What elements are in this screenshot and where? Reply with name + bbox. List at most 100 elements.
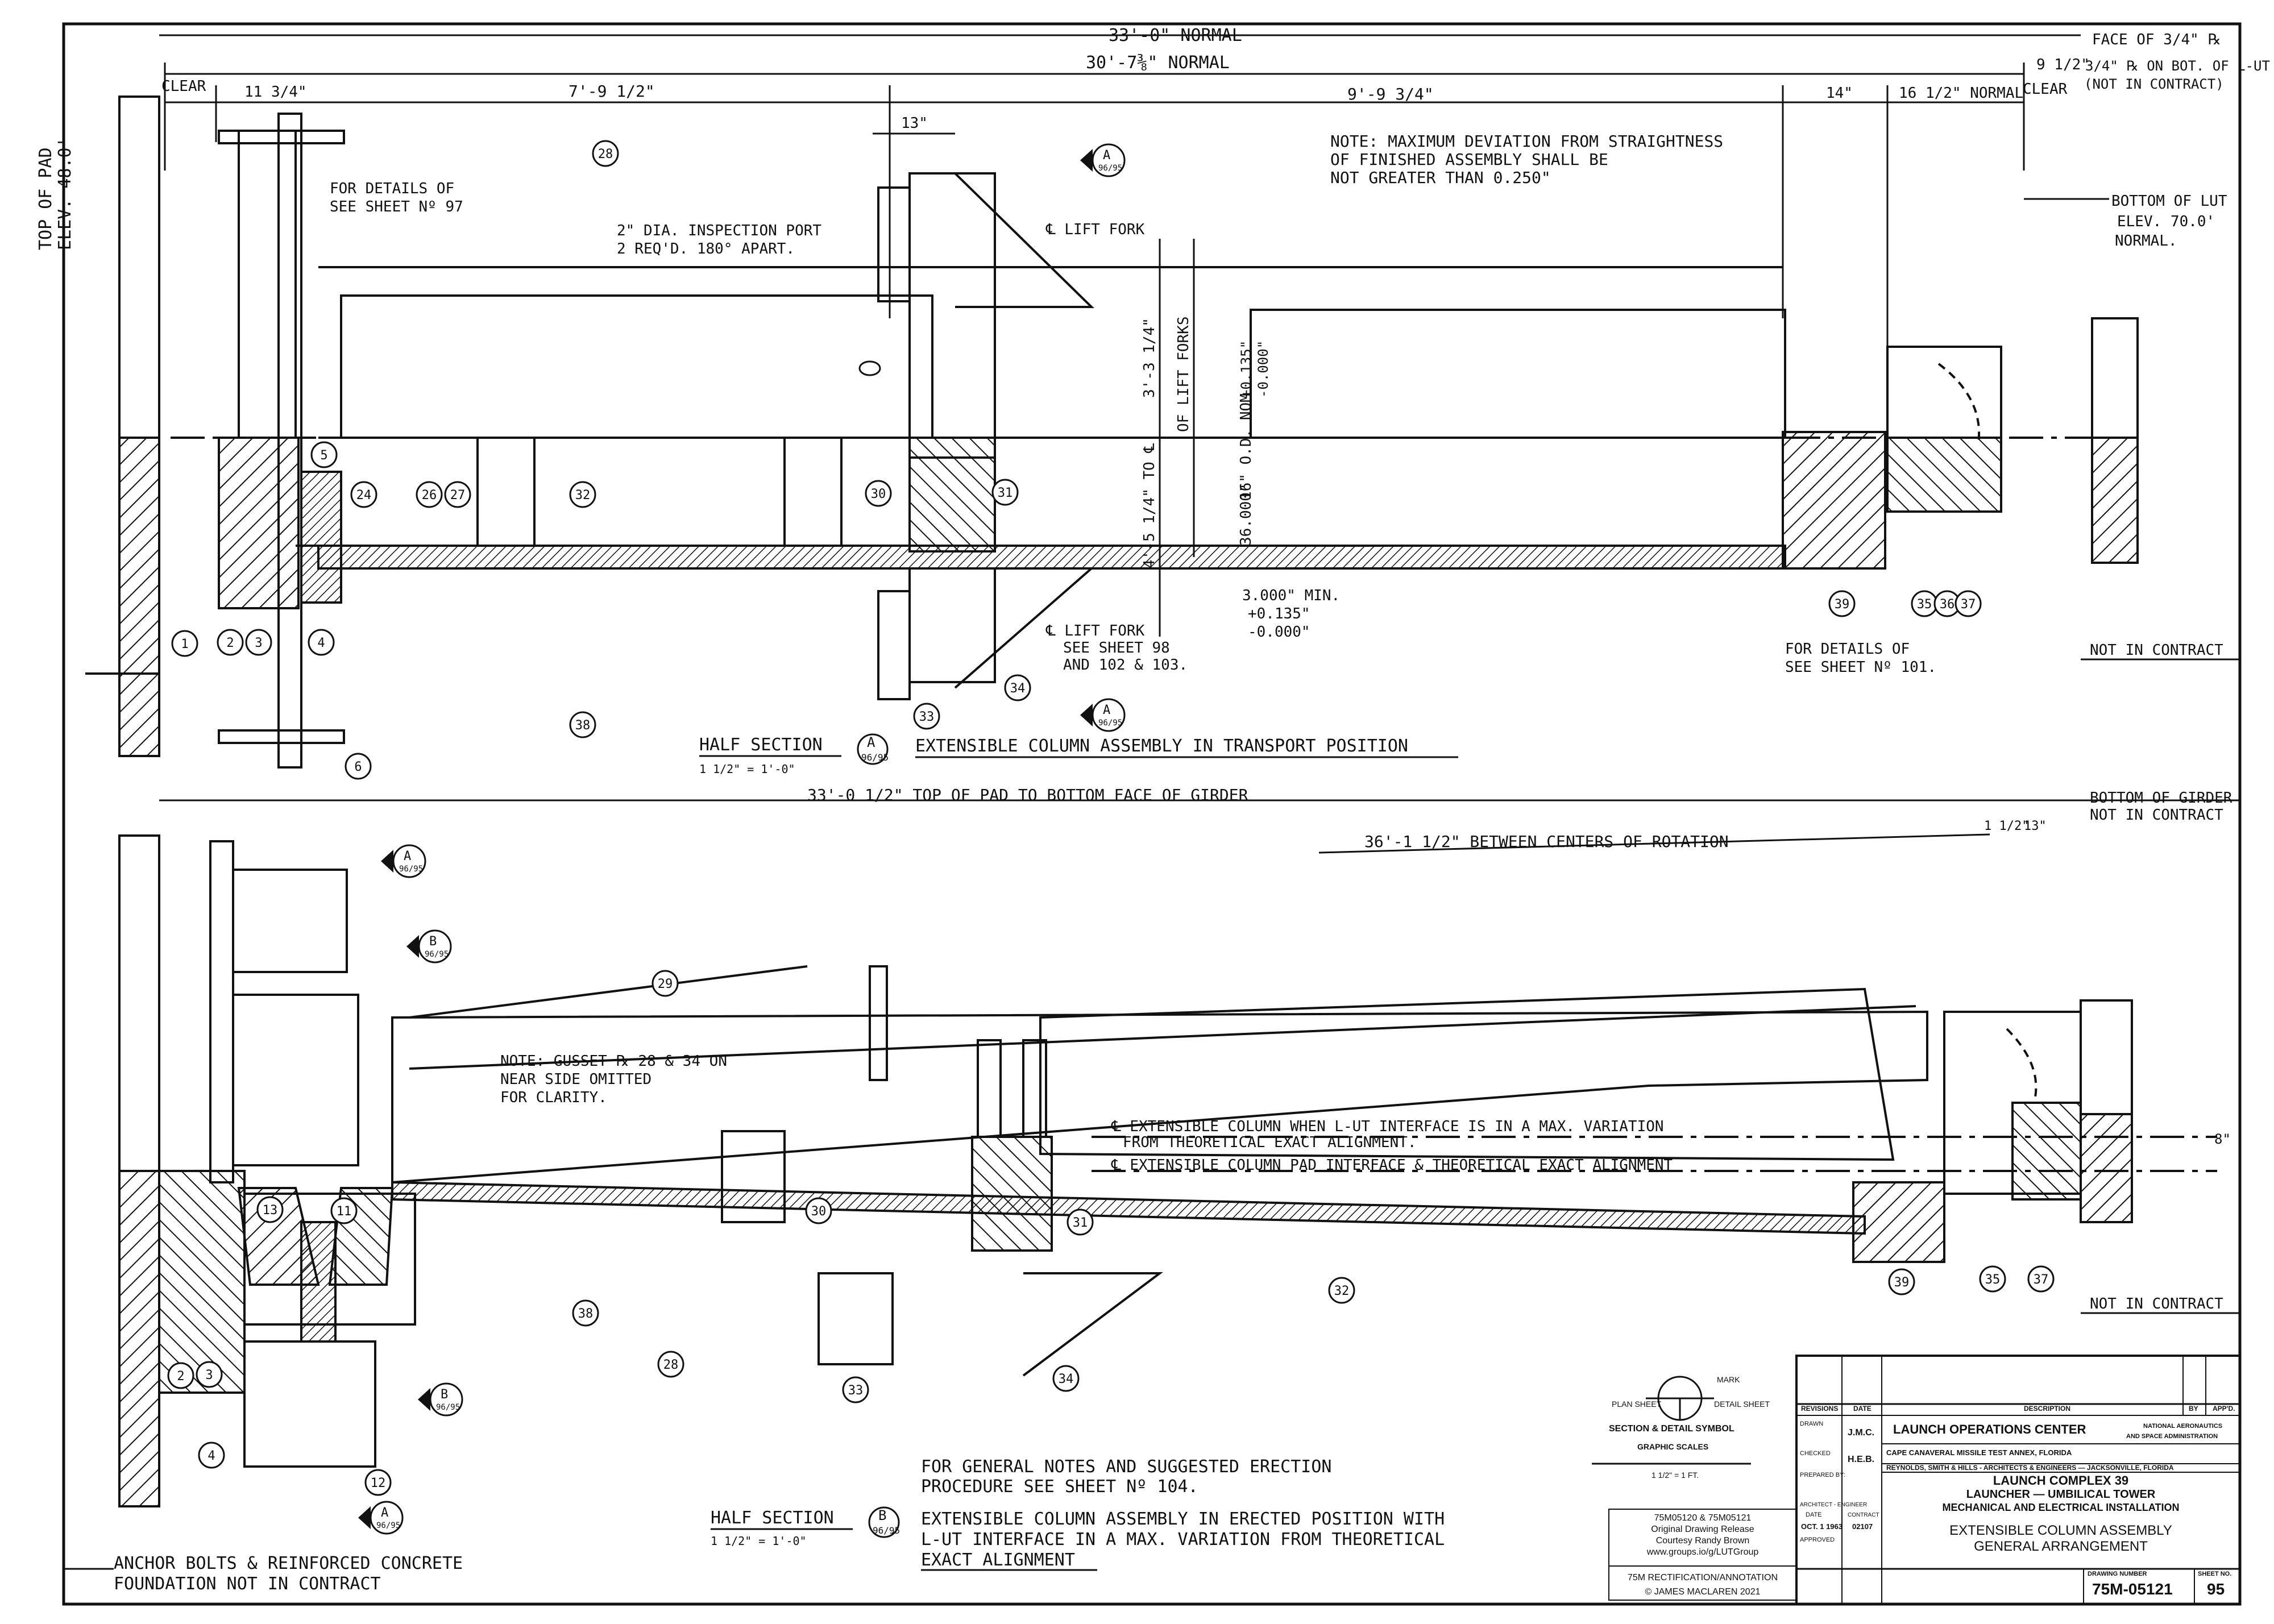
item-balloon-label: 26 <box>422 488 437 502</box>
section-b-scale: 1 1/2" = 1'-0" <box>711 1534 807 1548</box>
legend-mark: MARK <box>1717 1375 1740 1384</box>
svg-text:APP'D.: APP'D. <box>2213 1405 2235 1413</box>
item-balloon <box>2027 1265 2055 1293</box>
note-details-2: FOR DETAILS OF <box>1785 641 1910 658</box>
item-balloon <box>569 711 596 738</box>
item-balloon <box>572 1299 599 1327</box>
od-nom: 16" O.D. NOM <box>1238 393 1255 500</box>
item-balloon-label: 3 <box>255 636 262 650</box>
top-of-pad: TOP OF PAD <box>36 147 56 250</box>
min-plus: +0.135" <box>1248 605 1310 622</box>
item-balloon-label: 35 <box>1985 1273 2001 1287</box>
dim-a: 3'-3 1/4" <box>1141 318 1158 398</box>
section-marker-bot-2: B 96/95 <box>406 929 452 963</box>
item-balloon <box>805 1197 832 1224</box>
note-gusset-1: NOTE: GUSSET ℞ 28 & 34 ON <box>500 1053 727 1070</box>
svg-text:75M-05121: 75M-05121 <box>2092 1580 2173 1598</box>
item-balloon-label: 32 <box>1334 1284 1350 1298</box>
clear-right: CLEAR <box>2023 81 2068 98</box>
svg-text:APPROVED: APPROVED <box>1800 1536 1835 1543</box>
item-balloon-label: 36 <box>1940 597 1955 612</box>
item-balloon <box>592 140 619 167</box>
item-balloon-label: 37 <box>2034 1273 2049 1287</box>
svg-text:DRAWING NUMBER: DRAWING NUMBER <box>2088 1571 2147 1577</box>
item-balloon <box>1888 1268 1915 1295</box>
svg-text:SHEET NO.: SHEET NO. <box>2198 1571 2231 1577</box>
section-marker-bot-4: A 96/95 <box>358 1501 404 1535</box>
svg-text:ARCHITECT - ENGINEER: ARCHITECT - ENGINEER <box>1800 1502 1867 1508</box>
item-balloon-label: 34 <box>1010 682 1026 696</box>
item-balloon <box>991 479 1019 506</box>
sheet-border <box>62 22 2242 1606</box>
svg-text:REYNOLDS, SMITH & HILLS - ARCH: REYNOLDS, SMITH & HILLS - ARCHITECTS & E… <box>1886 1464 2174 1472</box>
note-details-1b: SEE SHEET Nº 97 <box>330 198 463 215</box>
dim-seg-1: 11 3/4" <box>244 84 307 101</box>
elev-70: ELEV. 70.0' <box>2117 213 2215 230</box>
note-inspection-2: 2 REQ'D. 180° APART. <box>617 240 795 257</box>
item-balloon-label: 33 <box>919 710 935 724</box>
between-centers-line <box>1318 833 1990 854</box>
clear-left: CLEAR <box>161 78 206 95</box>
svg-text:NATIONAL AERONAUTICS: NATIONAL AERONAUTICS <box>2143 1423 2222 1430</box>
item-balloon <box>171 630 198 657</box>
svg-text:B: B <box>429 934 437 949</box>
svg-text:B: B <box>441 1388 448 1402</box>
item-balloon-label: 2 <box>226 636 234 650</box>
svg-text:J.M.C.: J.M.C. <box>1848 1428 1874 1438</box>
svg-text:96/95: 96/95 <box>1098 164 1122 173</box>
lift-fork-see-2: AND 102 & 103. <box>1063 657 1188 674</box>
section-a-desc: EXTENSIBLE COLUMN ASSEMBLY IN TRANSPORT … <box>915 736 1408 756</box>
svg-text:96/95: 96/95 <box>425 950 449 959</box>
section-marker-top-2: A 96/95 <box>1080 698 1126 732</box>
item-balloon-label: 3 <box>205 1368 213 1382</box>
note-ext-col-1b: FROM THEORETICAL EXACT ALIGNMENT. <box>1123 1134 1417 1151</box>
section-b-desc-1: EXTENSIBLE COLUMN ASSEMBLY IN ERECTED PO… <box>921 1509 1445 1529</box>
svg-text:LAUNCHER — UMBILICAL TOWER: LAUNCHER — UMBILICAL TOWER <box>1966 1488 2156 1501</box>
top-view <box>85 95 2139 769</box>
svg-text:96/95: 96/95 <box>376 1521 400 1530</box>
item-balloon <box>308 629 335 656</box>
section-a-letter: A <box>867 734 875 750</box>
legend-scale-text: 1 1/2" = 1 FT. <box>1651 1471 1699 1480</box>
plate-on-bot: 3/4" ℞ ON BOT. OF L-UT <box>2085 58 2270 74</box>
svg-text:H.E.B.: H.E.B. <box>1848 1455 1874 1464</box>
lift-fork-bot: ℄ LIFT FORK <box>1045 622 1145 639</box>
item-balloon <box>842 1376 869 1403</box>
dim-b: 4'-5 1/4" TO ℄ <box>1141 443 1158 568</box>
item-balloon-label: 35 <box>1917 597 1932 612</box>
item-balloon <box>569 481 596 508</box>
item-balloon-label: 37 <box>1961 597 1976 612</box>
item-balloon <box>444 481 471 508</box>
item-balloon-label: 13 <box>263 1203 278 1218</box>
item-balloon-label: 38 <box>575 718 591 733</box>
note-details-1: FOR DETAILS OF <box>330 180 454 197</box>
item-balloon <box>167 1362 194 1389</box>
lift-fork-see-1: SEE SHEET 98 <box>1063 639 1170 657</box>
normal-label: NORMAL. <box>2115 232 2177 250</box>
dim-top-of-pad-girder: 33'-0 1/2" TOP OF PAD TO BOTTOM FACE OF … <box>807 786 1248 804</box>
svg-text:LAUNCH COMPLEX 39: LAUNCH COMPLEX 39 <box>1993 1473 2128 1488</box>
item-balloon-label: 4 <box>208 1449 215 1463</box>
item-balloon-label: 24 <box>356 488 372 502</box>
dim-seg-6: 9 1/2" <box>2036 56 2090 73</box>
section-marker-bot-3: B 96/95 <box>418 1382 463 1417</box>
svg-text:www.groups.io/g/LUTGroup: www.groups.io/g/LUTGroup <box>1646 1547 1759 1557</box>
svg-text:DATE: DATE <box>1853 1405 1872 1413</box>
note-details-2b: SEE SHEET Nº 101. <box>1785 659 1936 676</box>
svg-text:CAPE CANAVERAL MISSILE TEST AN: CAPE CANAVERAL MISSILE TEST ANNEX, FLORI… <box>1886 1448 2072 1457</box>
item-balloon-label: 27 <box>450 488 466 502</box>
bottom-of-lut: BOTTOM OF LUT <box>2111 193 2227 210</box>
dim-1-5: 1 1/2" <box>1984 819 2029 833</box>
bottom-view <box>118 834 2217 1507</box>
item-balloon <box>217 629 244 656</box>
svg-text:DRAWN: DRAWN <box>1800 1421 1823 1427</box>
section-b-desc-2: L-UT INTERFACE IN A MAX. VARIATION FROM … <box>921 1530 1445 1550</box>
item-balloon-label: 32 <box>575 488 591 502</box>
dim-seg-4: 14" <box>1826 85 1853 102</box>
item-balloon-label: 11 <box>337 1204 352 1219</box>
dim-between-centers: 36'-1 1/2" BETWEEN CENTERS OF ROTATION <box>1364 832 1729 851</box>
item-balloon-label: 29 <box>658 977 673 991</box>
